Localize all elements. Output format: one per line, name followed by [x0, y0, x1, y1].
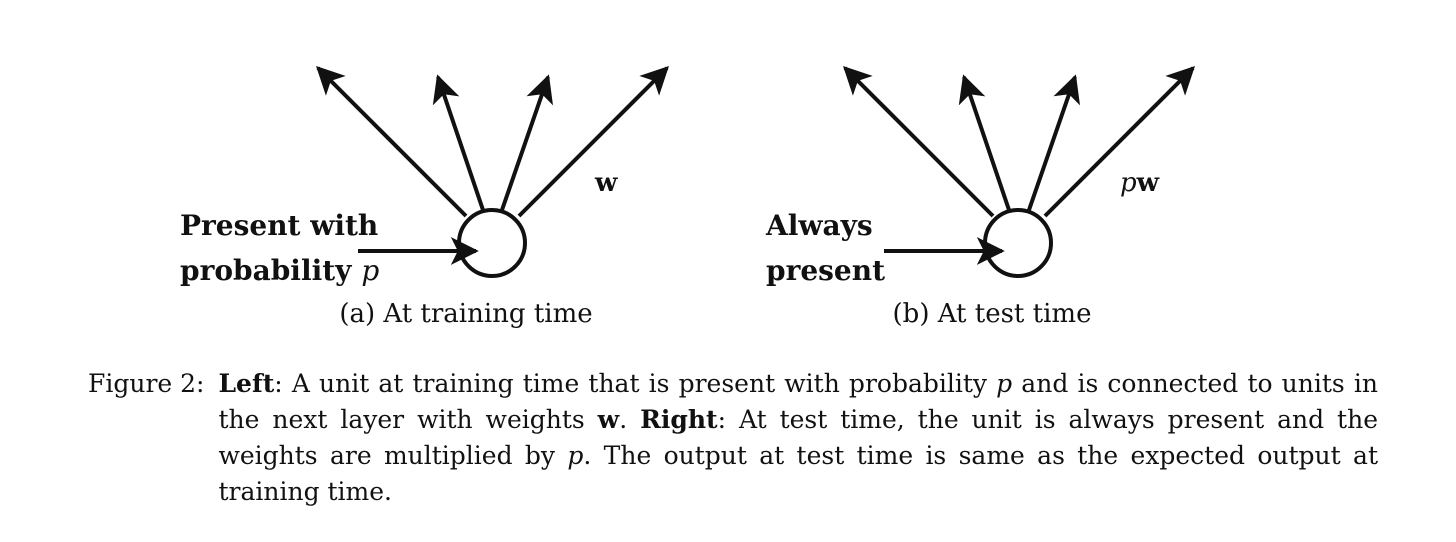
weight-var: w — [1136, 168, 1160, 198]
panel-b-test: pw Always present (b) At test time — [765, 66, 1195, 329]
caption-text: : At test time, the unit is always prese… — [218, 405, 1378, 470]
input-label-word: probability — [180, 254, 352, 287]
subcaption-b: (b) At test time — [893, 299, 1092, 329]
unit-node — [457, 208, 527, 278]
panel-a-training: w Present with probability p (a) At train… — [180, 66, 669, 329]
probability-var: p — [361, 254, 379, 287]
var-p: p — [567, 441, 584, 470]
weight-label: w — [594, 168, 618, 198]
output-arrow-4 — [517, 66, 669, 218]
caption-text: : A unit at training time that is presen… — [274, 369, 997, 398]
output-arrow-4 — [1043, 66, 1195, 218]
output-arrow-1 — [843, 66, 995, 218]
output-arrow-3 — [500, 74, 553, 211]
scaled-weight-label: pw — [1120, 168, 1160, 198]
unit-node — [983, 208, 1053, 278]
output-arrow-1 — [316, 66, 468, 218]
input-label-line2: probability p — [180, 254, 379, 287]
dropout-figure: w Present with probability p (a) At train… — [180, 66, 1195, 329]
caption-text: and is connected to units in the next la… — [218, 369, 1378, 434]
figure-label: Figure 2: — [88, 369, 205, 398]
input-label-line2: present — [766, 254, 885, 287]
subcaption-a: (a) At training time — [339, 299, 592, 329]
caption-text: . The output at test time is same as the… — [218, 441, 1378, 506]
output-arrow-2 — [958, 74, 1011, 211]
output-arrow-2 — [432, 74, 485, 211]
caption-text: . — [619, 405, 641, 434]
left-title: Left — [218, 369, 275, 398]
right-title: Right — [640, 405, 718, 434]
var-w: w — [597, 405, 620, 434]
scale-var: p — [1120, 168, 1137, 198]
caption-body: Left: A unit at training time that is pr… — [218, 366, 1378, 510]
figure-caption: Figure 2: Left: A unit at training time … — [88, 366, 1378, 510]
var-p: p — [996, 369, 1013, 398]
output-arrow-3 — [1027, 74, 1080, 211]
input-label-line1: Always — [765, 209, 873, 242]
input-label-line1: Present with — [180, 209, 378, 242]
